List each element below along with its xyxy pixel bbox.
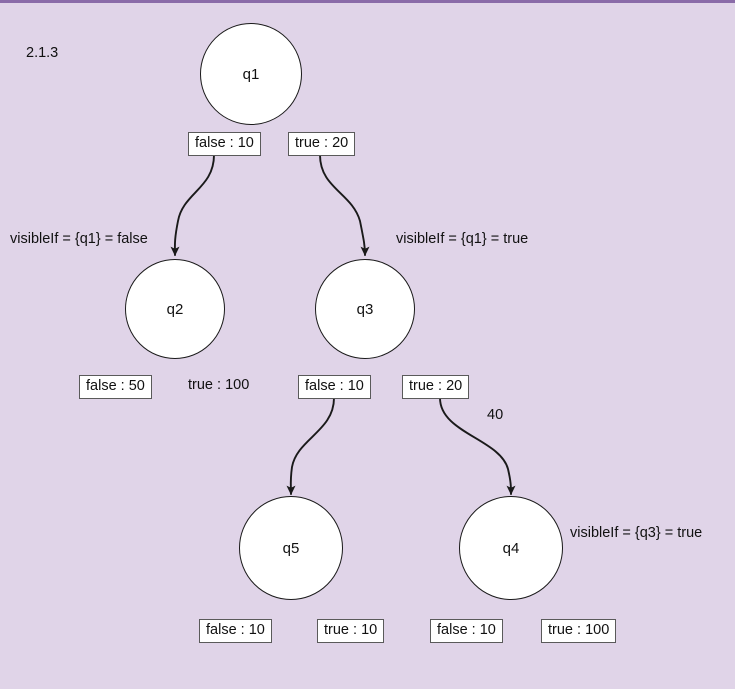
edge-label-q2-false[interactable]: false : 50	[79, 375, 152, 400]
node-q1[interactable]: q1	[200, 23, 302, 125]
edge-label-q5-false[interactable]: false : 10	[199, 619, 272, 644]
edge-label-q4-true[interactable]: true : 100	[541, 619, 617, 644]
node-q4[interactable]: q4	[459, 496, 563, 600]
condition-label-cond-q2: visibleIf = {q1} = false	[10, 231, 148, 247]
node-q2[interactable]: q2	[125, 259, 225, 359]
edge-label-q4-false[interactable]: false : 10	[430, 619, 503, 644]
edge-label-q5-true[interactable]: true : 10	[317, 619, 385, 644]
edge-label-q3-true[interactable]: true : 20	[402, 375, 470, 400]
node-q3[interactable]: q3	[315, 259, 415, 359]
node-label-q4: q4	[502, 539, 520, 557]
node-label-q3: q3	[356, 300, 374, 318]
node-label-q1: q1	[242, 65, 260, 83]
diagram-title: 2.1.3	[26, 45, 59, 61]
plain-label-q2-true-plain: true : 100	[188, 377, 250, 393]
node-label-q5: q5	[282, 539, 300, 557]
condition-label-cond-q3: visibleIf = {q1} = true	[396, 231, 529, 247]
label-layer: q1 q2 q3 q5 q4 false : 10 true : 20 false : 50…	[0, 3, 735, 689]
node-q5[interactable]: q5	[239, 496, 343, 600]
plain-label-q3-true-weight: 40	[487, 407, 504, 423]
edge-label-q1-true[interactable]: true : 20	[288, 132, 356, 157]
condition-label-cond-q4: visibleIf = {q3} = true	[570, 525, 703, 541]
edge-label-q1-false[interactable]: false : 10	[188, 132, 261, 157]
edge-label-q3-false[interactable]: false : 10	[298, 375, 371, 400]
node-label-q2: q2	[166, 300, 184, 318]
